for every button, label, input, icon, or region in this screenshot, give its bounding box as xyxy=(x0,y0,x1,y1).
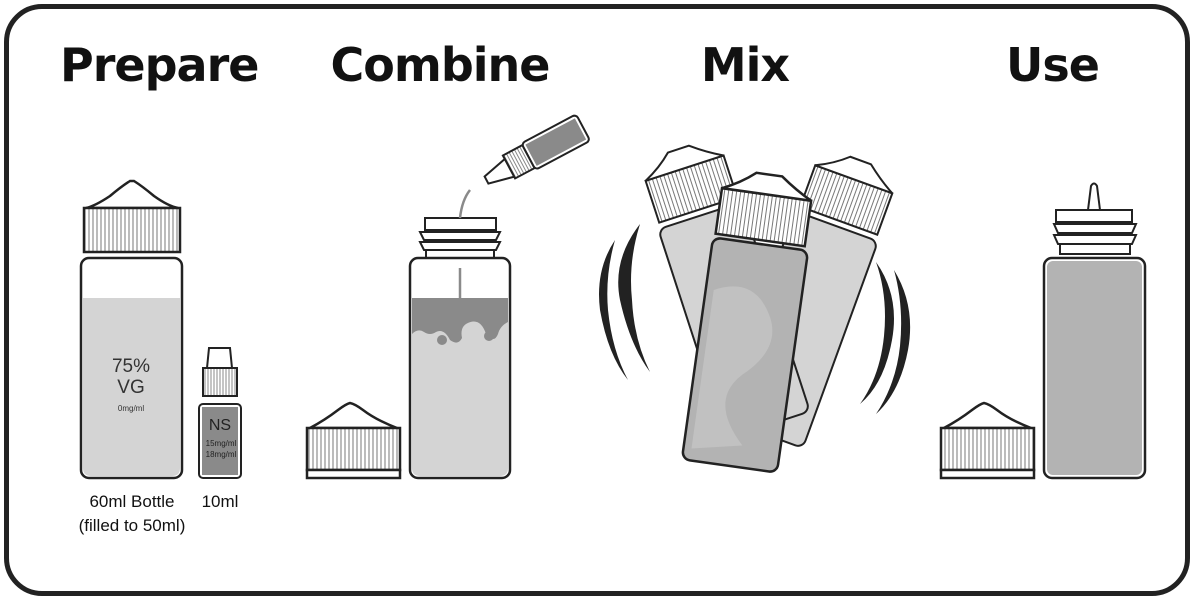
caption-big-bottle: 60ml Bottle (filled to 50ml) xyxy=(62,490,202,538)
small-bottle-label: NS xyxy=(209,417,231,434)
small-bottle-strength-2: 18mg/ml xyxy=(206,450,237,459)
caption-big-line2: (filled to 50ml) xyxy=(78,516,186,535)
loose-cap-use xyxy=(939,401,1036,480)
small-bottle-strength-1: 15mg/ml xyxy=(206,439,237,448)
bottle-60ml: 75% VG 0mg/ml xyxy=(79,179,184,480)
step-title-use: Use xyxy=(1006,38,1100,92)
step-title-combine: Combine xyxy=(330,38,551,92)
open-bottle-combine xyxy=(408,189,512,480)
pouring-bottle xyxy=(483,114,590,185)
big-bottle-percent: 75% xyxy=(112,356,150,377)
loose-cap-combine xyxy=(305,401,402,480)
big-bottle-liquid: VG xyxy=(117,377,144,398)
motion-lines xyxy=(599,224,911,414)
ready-bottle xyxy=(1042,182,1147,480)
bottle-10ml: NS 15mg/ml 18mg/ml xyxy=(198,347,242,479)
caption-small-bottle: 10ml xyxy=(201,492,239,511)
diagram-frame xyxy=(4,4,1190,596)
step-title-mix: Mix xyxy=(700,38,790,92)
shaking-bottle-center xyxy=(681,171,813,473)
caption-big-line1: 60ml Bottle xyxy=(89,492,175,511)
step-title-prepare: Prepare xyxy=(60,38,259,92)
big-bottle-strength: 0mg/ml xyxy=(118,404,144,413)
